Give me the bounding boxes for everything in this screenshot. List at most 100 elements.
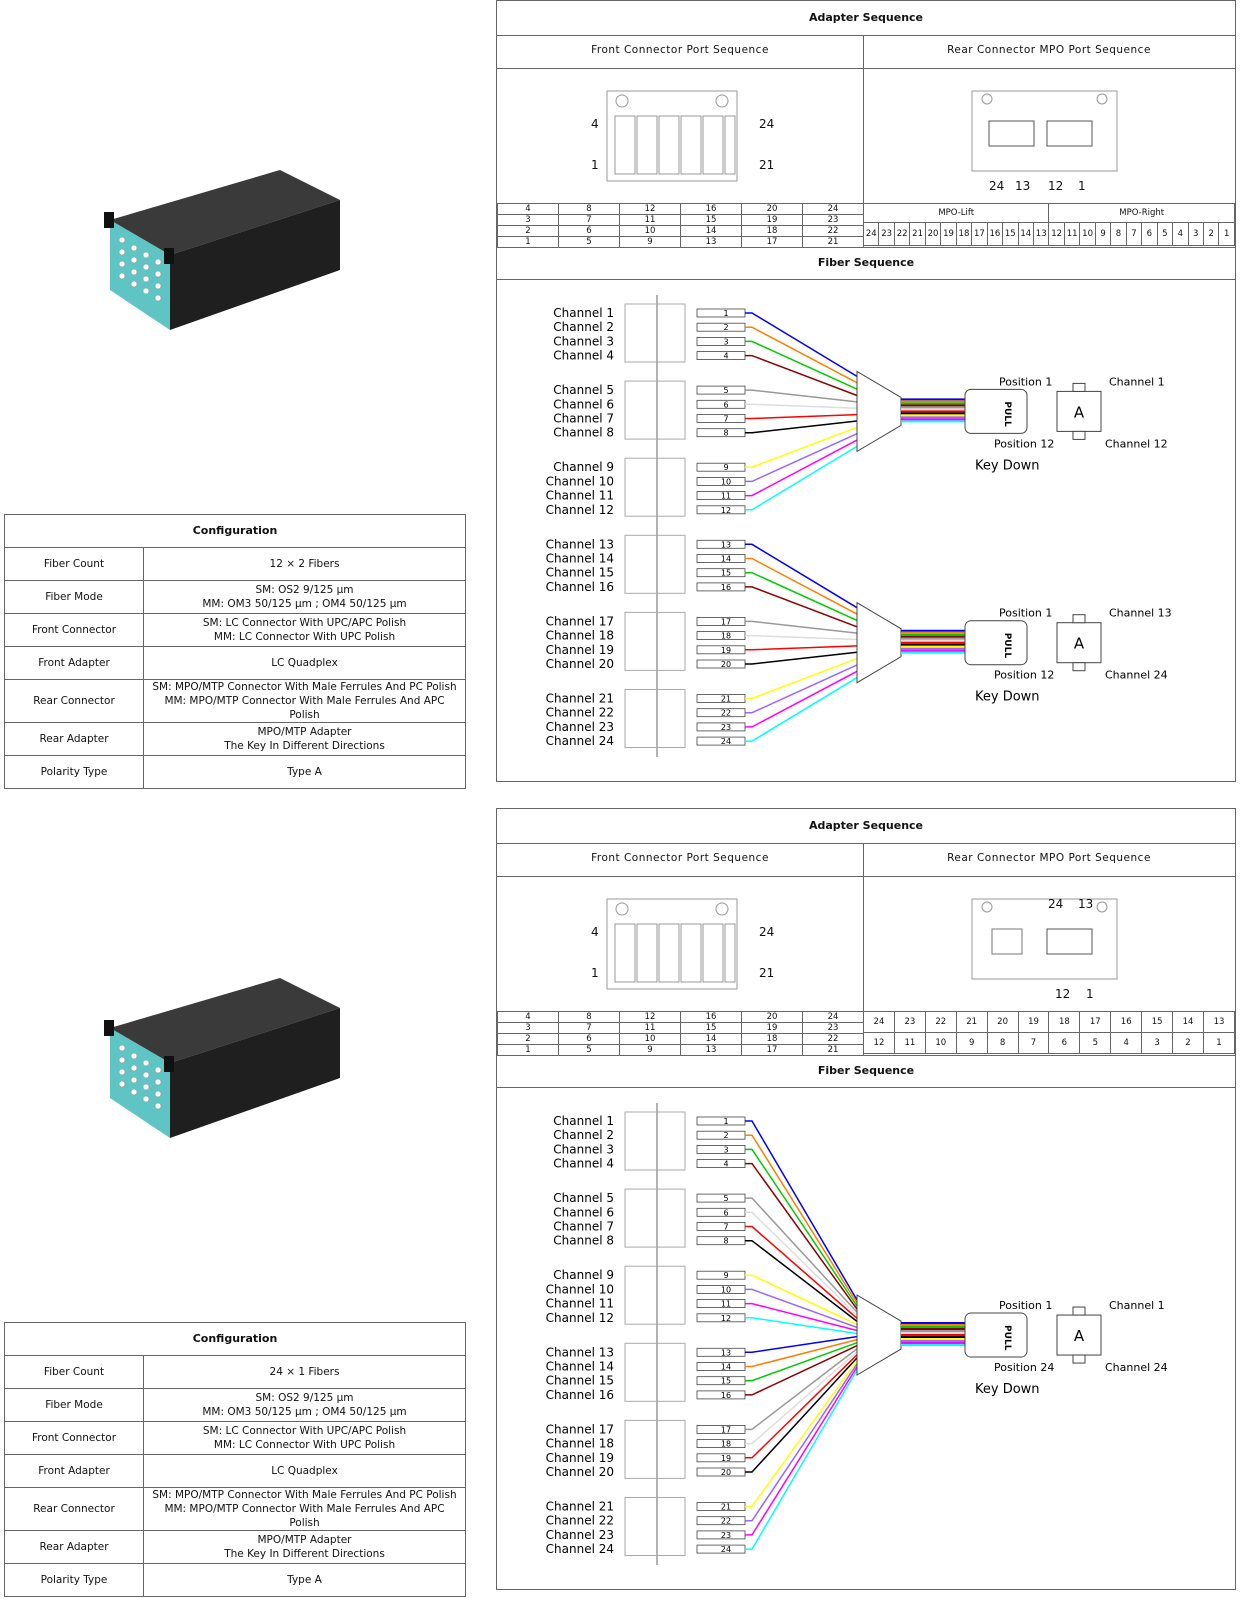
fiber-line [745, 543, 858, 609]
fiber-line [745, 571, 858, 622]
lc-connector [696, 428, 746, 438]
mpo-adapter [1056, 390, 1102, 432]
fiber-line [745, 1274, 858, 1326]
fiber-line [745, 389, 858, 403]
config-key: Rear Connector [4, 1487, 144, 1531]
fiber-line [745, 1360, 858, 1508]
port-number: 17 [721, 617, 731, 626]
port-number: 3 [723, 337, 728, 346]
adapter-diagram-2: Adapter Sequence Front Connector Port Se… [496, 808, 1236, 1590]
rear-label-12: 12 [1055, 987, 1071, 1001]
mpo-adapter-key [1072, 382, 1086, 392]
mpo-adapter-key [1072, 662, 1086, 672]
rear-port-cell: 16 [1110, 1011, 1143, 1033]
front-adapter-drawing-1 [606, 90, 738, 182]
port-number: 4 [723, 1160, 728, 1169]
mpo-adapter-key [1072, 430, 1086, 440]
fiber-line [745, 1345, 858, 1396]
front-label-4: 4 [591, 925, 599, 939]
port-number: 18 [721, 632, 731, 641]
channel-label: Channel 6 [553, 1205, 614, 1219]
channel-label: Channel 4 [553, 349, 614, 363]
cassette-product-image-2 [104, 978, 340, 1138]
config-value: LC Quadplex [143, 1454, 466, 1488]
channel-label: Channel 20 [546, 657, 614, 671]
port-number: 15 [721, 569, 731, 578]
rear-port-cell: 4 [1110, 1032, 1143, 1054]
channel-label: Channel 13 [546, 1345, 614, 1359]
channel-bottom-label: Channel 24 [1105, 1361, 1168, 1374]
lc-connector [696, 322, 746, 332]
channel-top-label: Channel 1 [1109, 375, 1165, 388]
rear-port-cell: 21 [909, 222, 926, 246]
config-title: Configuration [4, 1322, 466, 1356]
mpo-adapter [1056, 622, 1102, 664]
port-number: 11 [721, 1300, 731, 1309]
port-number: 1 [723, 309, 728, 318]
channel-top-label: Channel 13 [1109, 607, 1172, 620]
rear-port-cell: 4 [1172, 222, 1189, 246]
rear-port-cell: 10 [924, 1032, 957, 1054]
rear-label-1: 1 [1086, 987, 1094, 1001]
lc-connector [696, 385, 746, 395]
rear-port-cell: 23 [893, 1011, 926, 1033]
fiber-line [745, 354, 858, 397]
config-value: SM: MPO/MTP Connector With Male Ferrules… [143, 1487, 466, 1531]
channel-label: Channel 3 [553, 334, 614, 348]
config-value: SM: MPO/MTP Connector With Male Ferrules… [143, 679, 466, 723]
lc-quad-adapter [624, 303, 686, 363]
rear-port-cell: 9 [1094, 222, 1112, 246]
config-key: Front Connector [4, 613, 144, 647]
channel-label: Channel 4 [553, 1157, 614, 1171]
channel-label: Channel 1 [553, 1114, 614, 1128]
port-number: 22 [721, 1517, 731, 1526]
front-label-21: 21 [759, 966, 775, 980]
config-title: Configuration [4, 514, 466, 548]
channel-label: Channel 13 [546, 537, 614, 551]
lc-connector [696, 1193, 746, 1203]
channel-bottom-label: Channel 12 [1105, 437, 1168, 450]
port-number: 14 [721, 555, 731, 564]
lc-connector [696, 1222, 746, 1231]
port-number: 15 [721, 1377, 731, 1386]
port-number: 1 [723, 1117, 728, 1126]
lc-connector [696, 337, 746, 346]
config-key: Fiber Mode [4, 1388, 144, 1422]
lc-quad-adapter [624, 1419, 686, 1479]
fiber-line [745, 1341, 858, 1382]
port-number: 17 [721, 1425, 731, 1434]
port-number: 2 [723, 323, 728, 332]
rear-port-cell: 1 [1202, 1032, 1236, 1054]
rear-port-cell: 5 [1079, 1032, 1112, 1054]
mpo-adapter-key [1072, 614, 1086, 624]
port-number: 12 [721, 506, 731, 515]
channel-label: Channel 1 [553, 306, 614, 320]
port-number: 18 [721, 1440, 731, 1449]
rear-port-cell: 17 [971, 222, 988, 246]
rear-port-cell: 6 [1048, 1032, 1081, 1054]
fiber-sequence-title: Fiber Sequence [817, 256, 915, 269]
channel-label: Channel 18 [546, 1437, 614, 1451]
lc-quad-adapter [624, 1188, 686, 1248]
channel-label: Channel 5 [553, 383, 614, 397]
rear-port-cell: 16 [986, 222, 1004, 246]
channel-label: Channel 19 [546, 1451, 614, 1465]
config-key: Front Adapter [4, 1454, 144, 1488]
rear-mpo-header: MPO-Right [1048, 203, 1235, 223]
rear-adapter-drawing-1 [971, 90, 1118, 172]
port-number: 23 [721, 1531, 731, 1540]
channel-label: Channel 24 [546, 1542, 614, 1556]
key-down-label: Key Down [975, 1382, 1040, 1397]
rear-port-cell: 24 [863, 1011, 895, 1033]
fiber-line [745, 340, 858, 390]
fiber-line [745, 1357, 858, 1473]
channel-label: Channel 19 [546, 643, 614, 657]
channel-label: Channel 16 [546, 1388, 614, 1402]
lc-connector [696, 1145, 746, 1154]
rear-port-cell: 11 [893, 1032, 926, 1054]
adapter-letter: A [1074, 403, 1085, 421]
